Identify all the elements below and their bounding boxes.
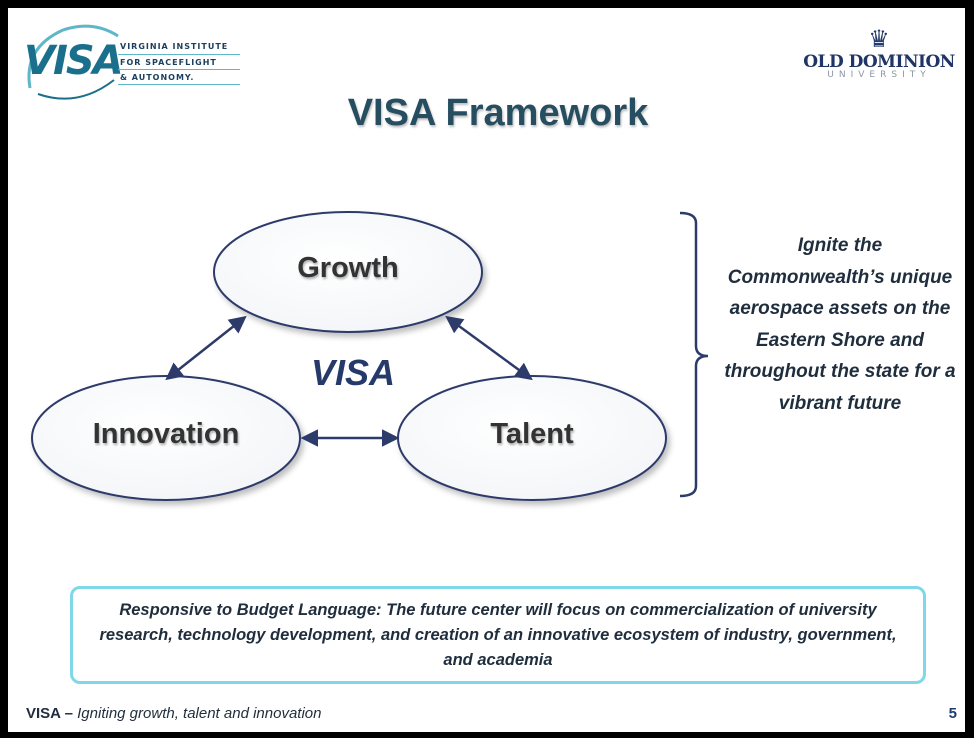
visa-logo-rule: [118, 69, 240, 70]
page-number: 5: [948, 705, 957, 722]
slide-title: VISA Framework: [347, 92, 649, 134]
visa-logo-rule: [118, 84, 240, 85]
odu-logo-sub: UNIVERSITY: [827, 70, 931, 80]
framework-diagram: [31, 211, 709, 501]
budget-note-box: Responsive to Budget Language: The futur…: [70, 586, 926, 684]
visa-logo-rule: [118, 54, 240, 55]
visa-logo-line3: & AUTONOMY.: [120, 73, 195, 82]
slide: VISA VIRGINIA INSTITUTE FOR SPACEFLIGHT …: [8, 8, 965, 732]
crown-icon: ♛: [868, 25, 890, 53]
node-talent: Talent: [490, 418, 574, 450]
visa-logo: VISA VIRGINIA INSTITUTE FOR SPACEFLIGHT …: [18, 18, 248, 100]
side-statement: Ignite the Commonwealth’s unique aerospa…: [724, 235, 956, 414]
visa-logo-word: VISA: [24, 38, 124, 84]
visa-swoosh-icon: [27, 24, 119, 100]
node-growth: Growth: [297, 252, 399, 284]
odu-logo: ♛ OLD DOMINION UNIVERSITY: [799, 26, 959, 80]
odu-logo-name: OLD DOMINION: [803, 52, 955, 72]
arrow-growth-innovation: [165, 315, 247, 381]
footer-tagline: VISA – Igniting growth, talent and innov…: [26, 705, 321, 722]
arrow-growth-talent: [445, 315, 533, 381]
node-innovation: Innovation: [92, 418, 240, 450]
growth-ellipse: [213, 211, 483, 333]
diagram-center-label: VISA: [310, 352, 396, 393]
visa-logo-line2: FOR SPACEFLIGHT: [120, 58, 217, 67]
footer-prefix: VISA –: [26, 705, 78, 722]
right-brace: [679, 211, 709, 498]
visa-logo-line1: VIRGINIA INSTITUTE: [120, 42, 229, 51]
footer-tagline-text: Igniting growth, talent and innovation: [77, 705, 322, 722]
budget-note-text: Responsive to Budget Language: The futur…: [99, 600, 897, 669]
